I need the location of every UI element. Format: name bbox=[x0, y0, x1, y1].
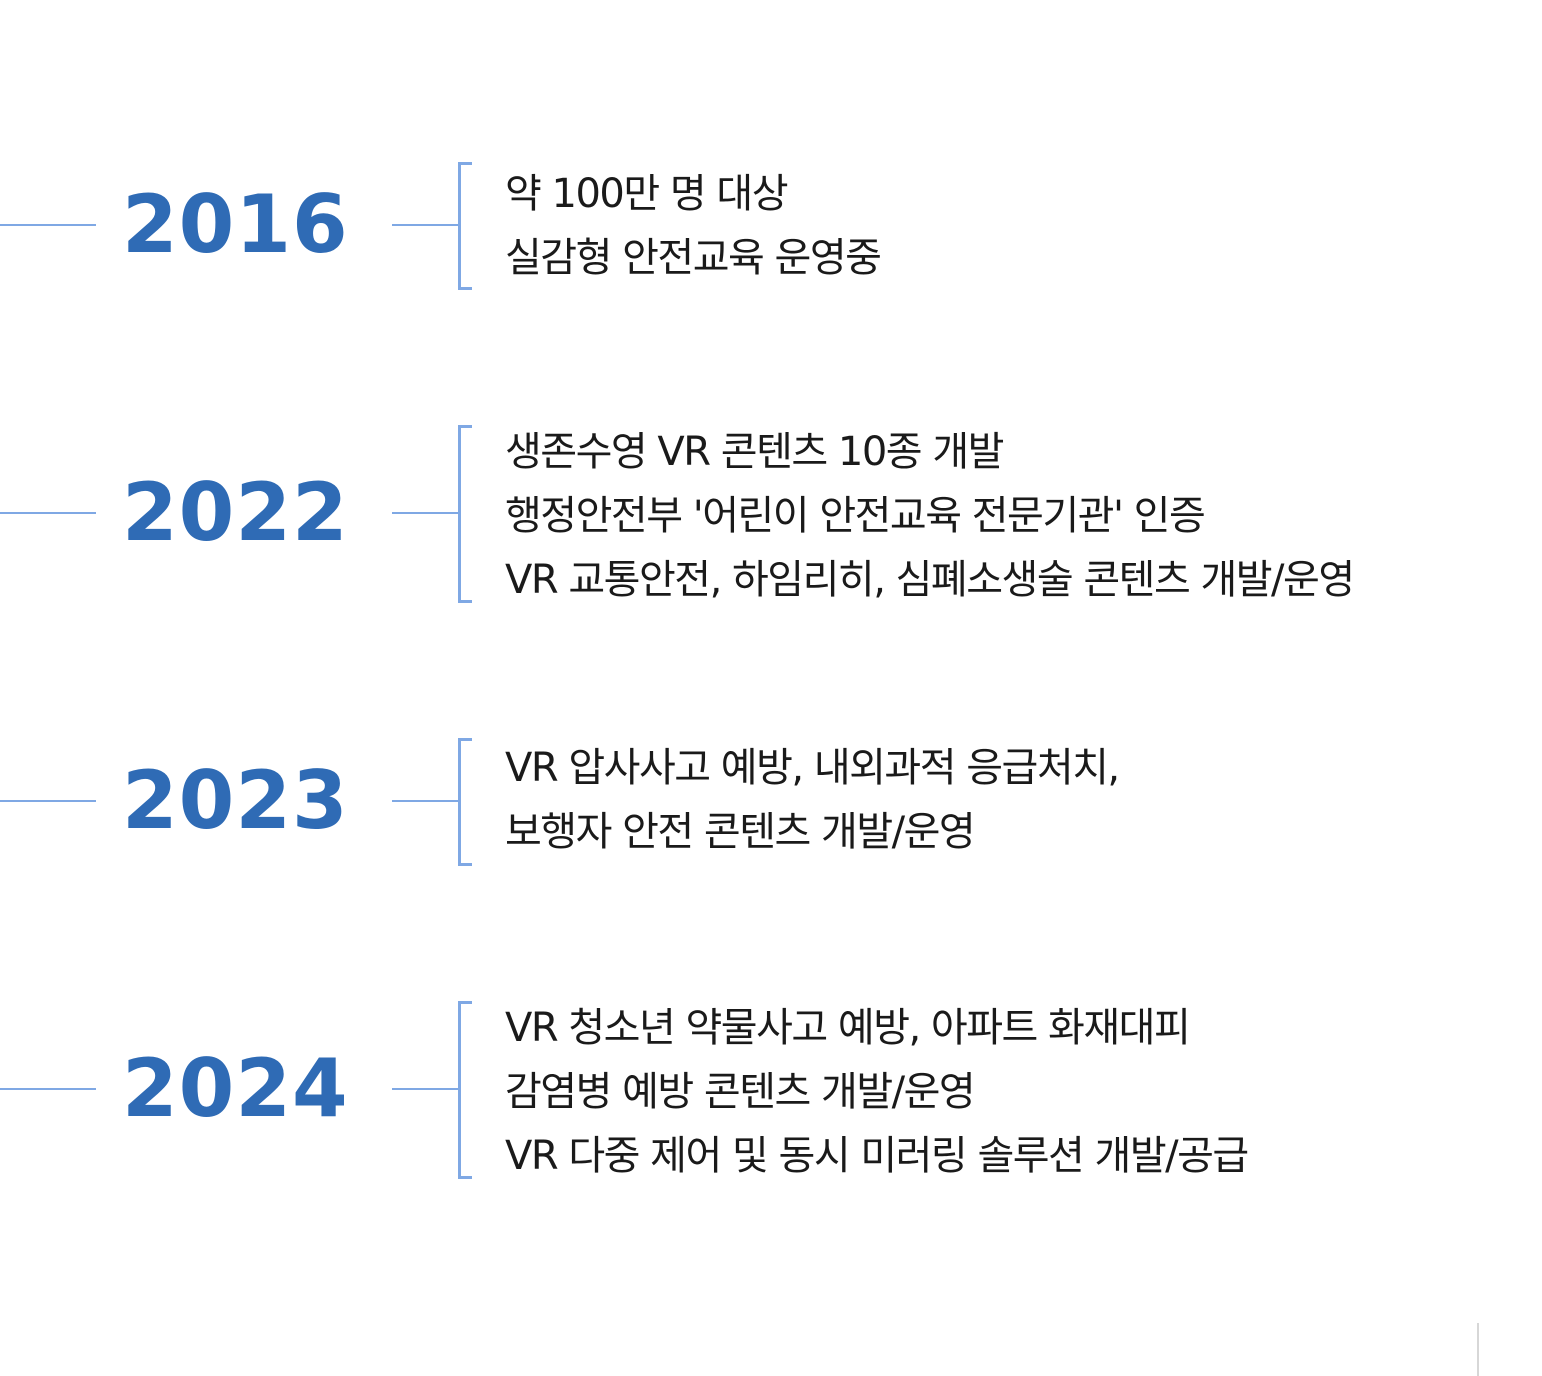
description-line: VR 교통안전, 하임리히, 심폐소생술 콘텐츠 개발/운영 bbox=[505, 557, 1355, 603]
connector-line-left bbox=[0, 512, 96, 514]
timeline-description: 약 100만 명 대상 실감형 안전교육 운영중 bbox=[505, 162, 882, 290]
connector-line-right bbox=[392, 512, 460, 514]
description-line: 약 100만 명 대상 bbox=[505, 171, 789, 217]
timeline-description: VR 압사사고 예방, 내외과적 응급처치, 보행자 안전 콘텐츠 개발/운영 bbox=[505, 736, 1120, 864]
timeline-year: 2024 bbox=[122, 1042, 349, 1135]
timeline-year: 2022 bbox=[122, 466, 349, 559]
connector-line-left bbox=[0, 800, 96, 802]
description-line: VR 청소년 약물사고 예방, 아파트 화재대피 bbox=[505, 1005, 1191, 1051]
timeline-description: VR 청소년 약물사고 예방, 아파트 화재대피 감염병 예방 콘텐츠 개발/운… bbox=[505, 996, 1249, 1188]
description-line: 행정안전부 '어린이 안전교육 전문기관' 인증 bbox=[505, 493, 1206, 539]
scrollbar-thumb[interactable] bbox=[1477, 1323, 1479, 1376]
description-line: 실감형 안전교육 운영중 bbox=[505, 235, 882, 281]
timeline-year: 2023 bbox=[122, 754, 349, 847]
bracket-icon bbox=[458, 425, 472, 603]
bracket-icon bbox=[458, 738, 472, 866]
description-line: 생존수영 VR 콘텐츠 10종 개발 bbox=[505, 429, 1004, 475]
bracket-icon bbox=[458, 1001, 472, 1179]
timeline-description: 생존수영 VR 콘텐츠 10종 개발 행정안전부 '어린이 안전교육 전문기관'… bbox=[505, 420, 1355, 612]
description-line: 보행자 안전 콘텐츠 개발/운영 bbox=[505, 809, 976, 855]
connector-line-left bbox=[0, 1088, 96, 1090]
connector-line-left bbox=[0, 224, 96, 226]
description-line: 감염병 예방 콘텐츠 개발/운영 bbox=[505, 1069, 976, 1115]
connector-line-right bbox=[392, 1088, 460, 1090]
connector-line-right bbox=[392, 800, 460, 802]
description-line: VR 다중 제어 및 동시 미러링 솔루션 개발/공급 bbox=[505, 1133, 1249, 1179]
connector-line-right bbox=[392, 224, 460, 226]
description-line: VR 압사사고 예방, 내외과적 응급처치, bbox=[505, 745, 1120, 791]
bracket-icon bbox=[458, 162, 472, 290]
timeline-year: 2016 bbox=[122, 178, 349, 271]
